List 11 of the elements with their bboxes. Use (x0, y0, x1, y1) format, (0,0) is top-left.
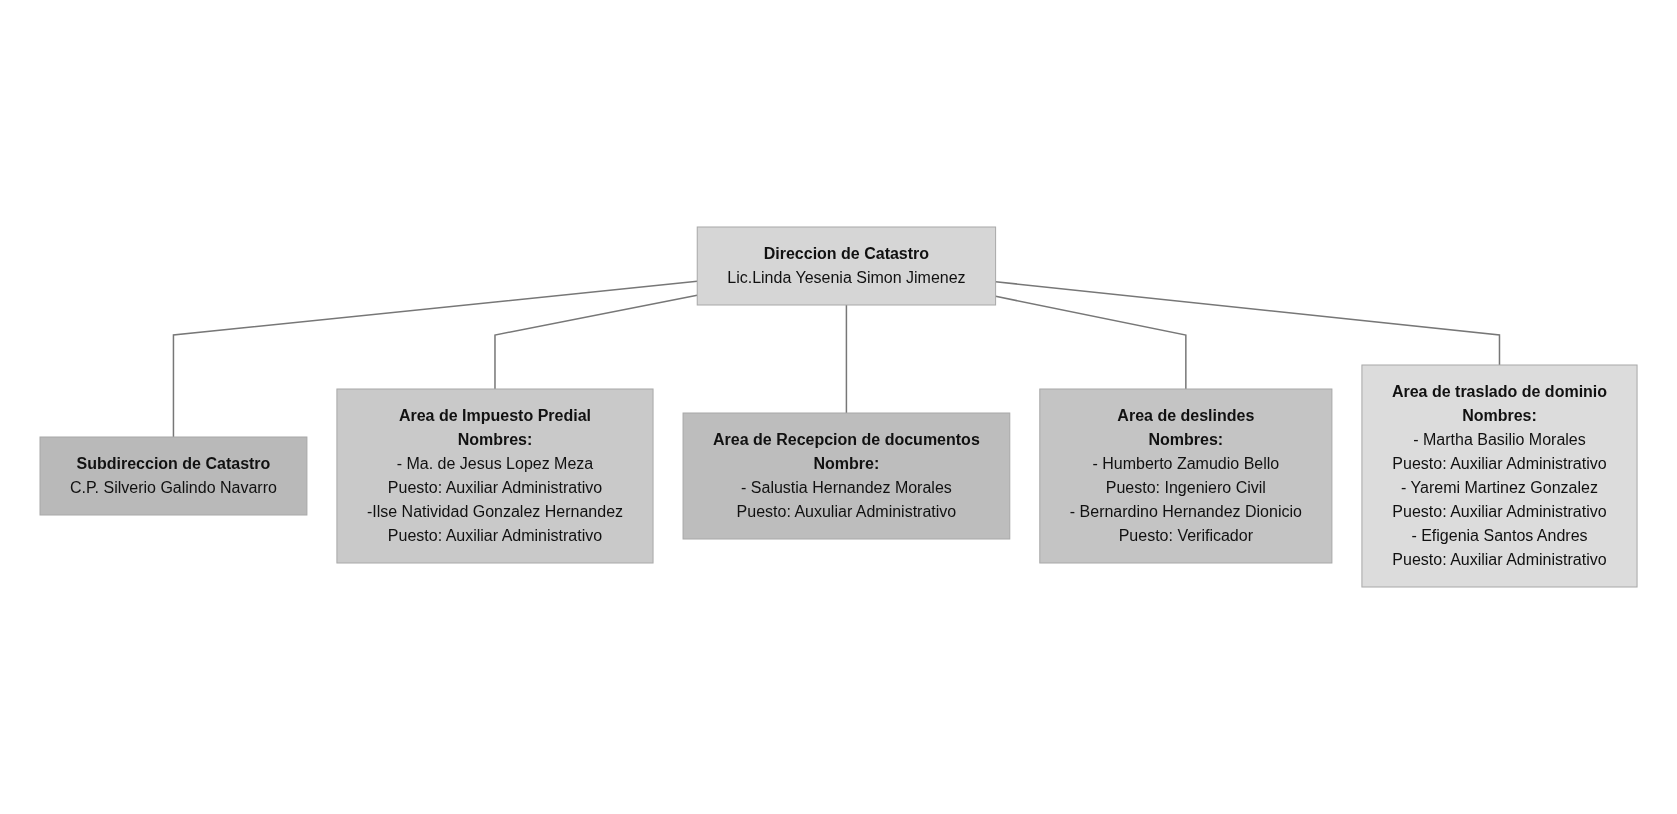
connector (494, 294, 698, 390)
node-box: Area de traslado de dominio Nombres: - Martha Basilio Morales Puesto: Auxiliar Administrativo - Yaremi Martinez Gonzalez Puesto: Auxiliar Administrativo - Efigenia Santos Andres Puesto: Auxiliar Administrativo (1361, 364, 1638, 588)
connector (994, 281, 1501, 366)
node-box: Area de deslindes Nombres: - Humberto Zamudio Bello Puesto: Ingeniero Civil - Bernardino Hernandez Dionicio Puesto: Verificador (1039, 388, 1333, 564)
node-box: Subdireccion de Catastro C.P. Silverio Galindo Navarro (39, 436, 308, 516)
connector (994, 295, 1187, 390)
node-box: Area de Recepcion de documentos Nombre: - Salustia Hernandez Morales Puesto: Auxuliar Administrativo (682, 412, 1011, 540)
node-box: Area de Impuesto Predial Nombres: - Ma. de Jesus Lopez Meza Puesto: Auxiliar Administrativo -Ilse Natividad Gonzalez Hernandez Puesto: Auxiliar Administrativo (336, 388, 654, 564)
connector (172, 280, 698, 438)
connector (845, 304, 848, 414)
node-box: Direccion de Catastro Lic.Linda Yesenia Simon Jimenez (696, 226, 997, 306)
